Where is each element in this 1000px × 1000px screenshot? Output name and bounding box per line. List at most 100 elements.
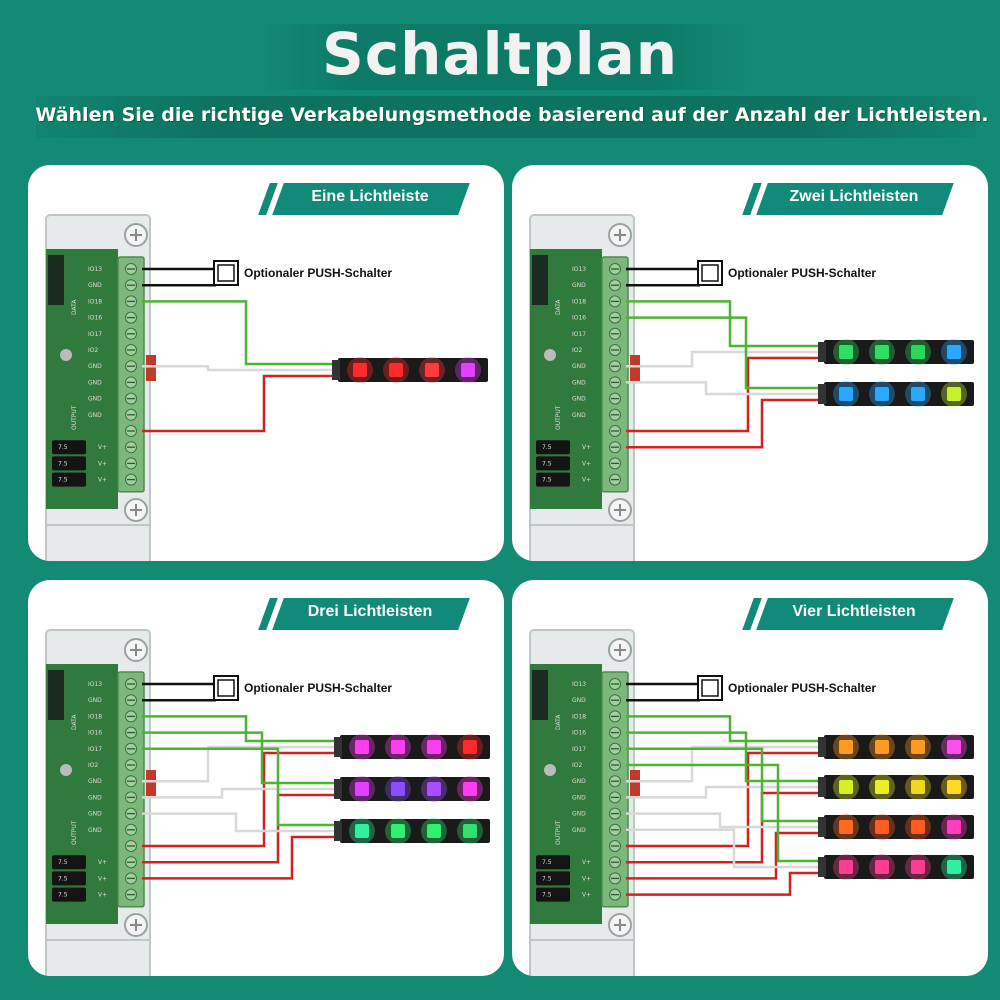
vplus-wire (626, 398, 818, 449)
data-wire (626, 316, 818, 390)
pin-label: GND (88, 697, 102, 704)
led-strip-connector (818, 737, 826, 757)
led-strip (334, 818, 490, 844)
pin-label: IO13 (572, 681, 586, 688)
led-strip (818, 339, 974, 365)
led (389, 363, 403, 377)
output-label: OUTPUT (71, 820, 78, 845)
output-label: OUTPUT (555, 820, 562, 845)
screw-icon (124, 638, 148, 662)
led-component (60, 764, 72, 776)
led (355, 782, 369, 796)
data-wire (142, 715, 334, 743)
led (391, 782, 405, 796)
led (911, 345, 925, 359)
led-strip (818, 854, 974, 880)
terminal-block (117, 671, 145, 908)
vplus-label: V+ (582, 875, 591, 882)
pin-label: GND (572, 412, 586, 419)
chip (532, 255, 548, 305)
panel-label: Drei Lichtleisten (307, 603, 433, 620)
ground-wire (142, 745, 334, 783)
led (875, 345, 889, 359)
vplus-wire (626, 831, 818, 880)
led (947, 345, 961, 359)
pin-label: IO16 (572, 730, 586, 737)
led-strip (818, 381, 974, 407)
led (875, 387, 889, 401)
led (875, 740, 889, 754)
pin-label: IO2 (572, 762, 582, 769)
panel-label: Zwei Lichtleisten (789, 188, 919, 205)
subtitle-band (36, 96, 976, 138)
vplus-label: V+ (582, 892, 591, 899)
fuse (52, 472, 86, 487)
led-strip-connector (332, 360, 340, 380)
led (875, 780, 889, 794)
panel-label-tab: Vier Lichtleisten (742, 598, 954, 630)
screw-icon (608, 223, 632, 247)
screw-icon (608, 498, 632, 522)
led (947, 740, 961, 754)
panel-label-tab: Zwei Lichtleisten (742, 183, 954, 215)
screw-icon (608, 913, 632, 937)
led-strip-body (824, 815, 974, 839)
pin-label: IO2 (88, 347, 98, 354)
panel-label-tab: Eine Lichtleiste (258, 183, 470, 215)
chip (532, 670, 548, 720)
wiring-diagram: IO13GNDIO18IO16IO17IO2GNDGNDGNDGNDDATAOU… (529, 629, 974, 976)
led (391, 824, 405, 838)
chip (48, 670, 64, 720)
wiring-diagram: IO13GNDIO18IO16IO17IO2GNDGNDGNDGNDDATAOU… (529, 214, 974, 561)
screw-icon (608, 638, 632, 662)
fuse-label: 7.5 (542, 444, 552, 451)
pin-label: GND (572, 794, 586, 801)
data-label: DATA (555, 299, 562, 315)
vplus-label: V+ (582, 444, 591, 451)
enclosure-bottom (45, 524, 151, 561)
vplus-label: V+ (98, 859, 107, 866)
led (875, 860, 889, 874)
pin-label: IO18 (88, 298, 102, 305)
vplus-wire (142, 793, 334, 864)
led-strip-connector (818, 384, 826, 404)
pin-label: GND (88, 778, 102, 785)
pin-label: GND (88, 282, 102, 289)
data-label: DATA (555, 714, 562, 730)
ground-wire (626, 828, 818, 869)
led-component (60, 349, 72, 361)
wiring-diagram: IO13GNDIO18IO16IO17IO2GNDGNDGNDGNDDATAOU… (45, 629, 490, 976)
vplus-wire (142, 835, 334, 880)
vplus-wire (626, 751, 818, 848)
led (839, 820, 853, 834)
pin-label: IO13 (88, 681, 102, 688)
data-wire (142, 731, 334, 785)
ground-wire (142, 812, 334, 833)
led-strip-connector (818, 777, 826, 797)
data-label: DATA (71, 299, 78, 315)
board-tab (630, 770, 640, 796)
pin-label: GND (88, 379, 102, 386)
led (839, 780, 853, 794)
led (427, 824, 441, 838)
fuse (52, 440, 86, 455)
data-wire (626, 763, 818, 863)
led (839, 860, 853, 874)
led-strip-body (340, 777, 490, 801)
led-strip-connector (334, 737, 342, 757)
fuse (536, 855, 570, 870)
fuse-label: 7.5 (542, 859, 552, 866)
led (427, 740, 441, 754)
pin-label: GND (572, 778, 586, 785)
board-tab (630, 355, 640, 381)
led (391, 740, 405, 754)
board-tab (146, 355, 156, 381)
fuse (536, 440, 570, 455)
pin-label: GND (572, 363, 586, 370)
led-strip (334, 776, 490, 802)
output-label: OUTPUT (555, 405, 562, 430)
led (839, 387, 853, 401)
led (911, 820, 925, 834)
led-strip-connector (818, 857, 826, 877)
